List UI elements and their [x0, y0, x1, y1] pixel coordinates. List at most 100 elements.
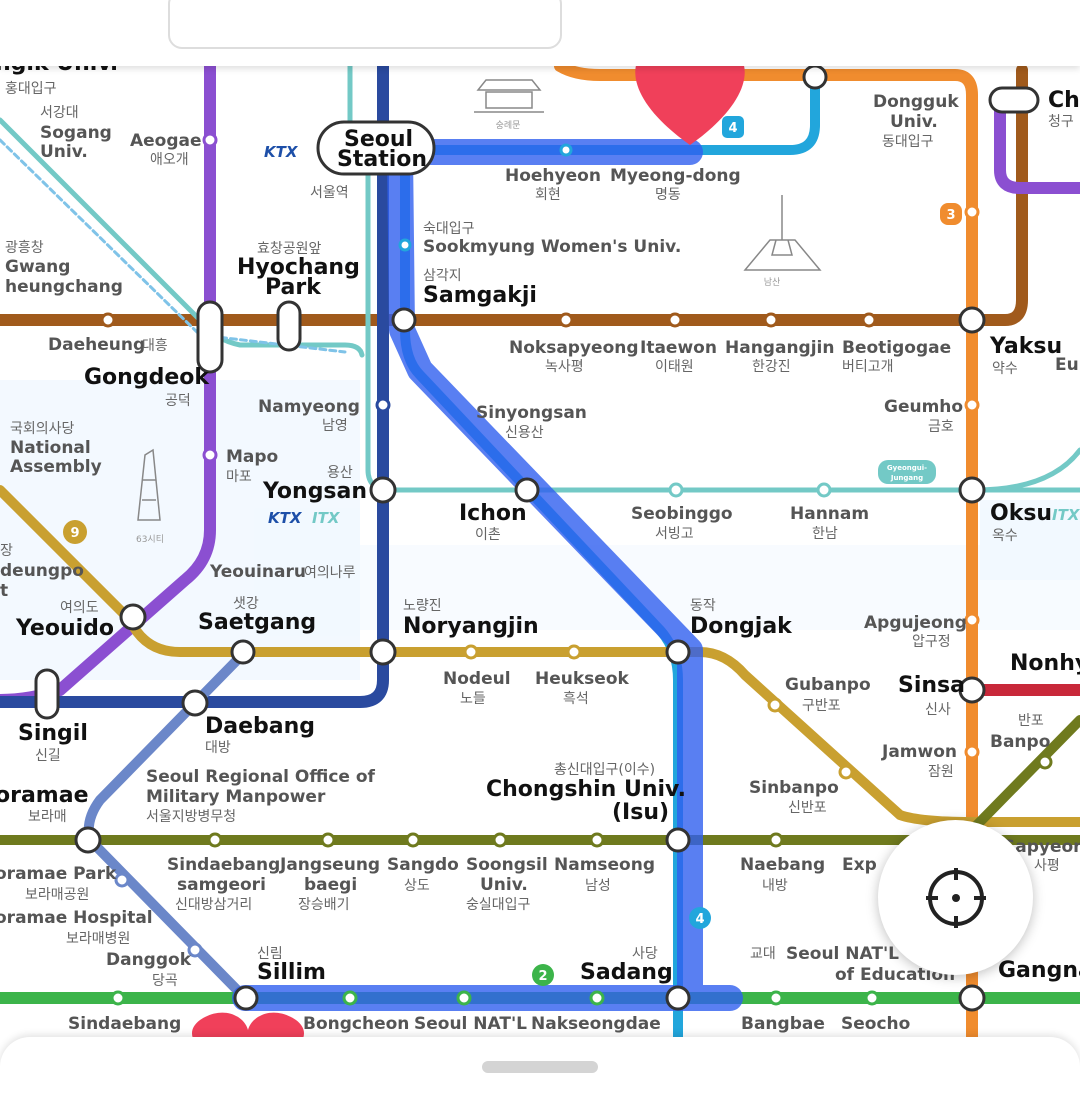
label-mapo-ko: 마포	[226, 469, 252, 485]
label-gangnam: Gangna	[998, 958, 1080, 983]
label-yaksu: Yaksu	[989, 334, 1062, 359]
label-daebang: Daebang	[205, 714, 315, 739]
sheet-handle[interactable]	[482, 1061, 598, 1073]
label-jamwon-ko: 잠원	[928, 764, 954, 780]
label-singil: Singil	[18, 721, 88, 746]
transfer-yongsan	[369, 476, 397, 504]
label-heukseok-ko: 흑석	[563, 690, 589, 707]
station-dot	[405, 832, 421, 848]
search-box[interactable]	[168, 0, 562, 49]
label-gwang-1: Gwang	[5, 257, 70, 277]
transfer-dongjak	[665, 639, 691, 665]
label-samgakji: Samgakji	[423, 283, 537, 308]
label-sindaebang-sg-1: Sindaebang	[167, 855, 280, 875]
label-sinbanpo-ko: 신반포	[788, 800, 827, 816]
label-hoehyeon-ko: 회현	[535, 187, 561, 203]
station-dot	[838, 764, 854, 780]
label-military-2: Military Manpower	[146, 787, 326, 807]
transfer-stations[interactable]	[34, 64, 1040, 1012]
label-dongjak-ko: 동작	[690, 598, 716, 614]
han-river	[0, 380, 1080, 680]
label-dongguk-ko: 동대입구	[882, 134, 934, 150]
gyeongui-badge-line2: Jungang	[890, 474, 923, 482]
station-dot	[375, 397, 391, 413]
label-hoehyeon: Hoehyeon	[505, 166, 601, 186]
station-dot	[1037, 754, 1053, 770]
station-dot	[492, 832, 508, 848]
label-sinbanpo: Sinbanpo	[749, 778, 839, 798]
station-dot	[342, 990, 358, 1006]
label-boramae: oramae	[0, 783, 89, 808]
transfer-sillim	[233, 985, 259, 1011]
label-banpo-ko: 반포	[1018, 713, 1044, 729]
station-dot	[816, 482, 832, 498]
label-seobinggo: Seobinggo	[631, 504, 733, 524]
label-sindaebang: Sindaebang	[68, 1014, 181, 1034]
station-labels: ngik Univ. 홍대입구 서강대 Sogang Univ. Aeogae …	[0, 51, 1080, 1034]
label-hyochang-1: Hyochang	[237, 255, 360, 280]
station-dot	[100, 312, 116, 328]
label-daeheung: Daeheung	[48, 335, 145, 355]
label-aeogae: Aeogae	[130, 131, 202, 151]
label-yd-left-2: deungpo	[0, 561, 84, 581]
line-1	[0, 60, 389, 708]
label-seoul-station-2: Station	[337, 147, 427, 172]
station-dot	[589, 990, 605, 1006]
station-dot	[559, 143, 573, 157]
label-danggok: Danggok	[106, 950, 192, 970]
label-hannam: Hannam	[790, 504, 869, 524]
label-yongsan-ko: 용산	[327, 465, 353, 481]
crosshair-icon	[925, 867, 986, 928]
label-sogang-ko: 서강대	[40, 105, 79, 121]
label-cheonggu: Che	[1048, 88, 1080, 113]
transfer-isu	[665, 827, 691, 853]
label-sinsa: Sinsa	[898, 673, 965, 698]
line-badges: 4 3 9 2 4 Gyeongui- Jungang	[63, 116, 962, 986]
label-hongdae-ko: 홍대입구	[5, 81, 57, 97]
station-dot	[667, 312, 683, 328]
namsan-tower-icon	[743, 195, 822, 271]
label-boramae-ko: 보라매	[28, 809, 67, 825]
label-namyeong-ko: 남영	[322, 418, 348, 434]
transfer-saetgang	[230, 639, 256, 665]
label-soongsil-ko: 숭실대입구	[466, 897, 531, 913]
building63-icon	[137, 448, 161, 521]
label-apgujeong-ko: 압구정	[912, 634, 951, 650]
station-dot	[456, 990, 472, 1006]
itx-logo-oksu: ITX	[1052, 506, 1080, 524]
namsan-label: 남산	[764, 277, 781, 288]
badge-line4-top: 4	[728, 121, 737, 136]
label-nonhyeon: Nonhy	[1010, 651, 1080, 676]
label-gongdeok-ko: 공덕	[165, 393, 191, 409]
transfer-ichon	[514, 477, 540, 503]
label-chongshin-1: Chongshin Univ.	[486, 777, 686, 802]
station-dots[interactable]	[100, 132, 1053, 1006]
label-sogang-2: Univ.	[40, 142, 88, 162]
label-noksapyeong: Noksapyeong	[509, 338, 639, 358]
label-education-1: Seoul NAT'L	[786, 944, 899, 964]
station-dot	[964, 612, 980, 628]
label-jangseung-1: Jangseung	[279, 855, 380, 875]
route-path	[232, 139, 743, 1011]
label-sangdo: Sangdo	[387, 855, 459, 875]
station-dot	[320, 832, 336, 848]
label-yd-left-1: 장	[0, 543, 13, 559]
label-dongjak: Dongjak	[690, 614, 793, 639]
label-yongsan: Yongsan	[262, 479, 367, 504]
label-myeongdong: Myeong-dong	[610, 166, 741, 186]
label-sinyongsan: Sinyongsan	[476, 403, 587, 423]
label-seobinggo-ko: 서빙고	[655, 526, 694, 542]
locate-button[interactable]	[878, 820, 1033, 975]
label-hyochang-ko: 효창공원앞	[257, 241, 322, 257]
bottom-sheet[interactable]	[0, 1037, 1080, 1097]
transfer-hyochang	[276, 300, 302, 352]
label-boramae-hospital-ko: 보라매병원	[66, 931, 130, 947]
transfer-yeouido	[119, 603, 147, 631]
label-noksapyeong-ko: 녹사평	[545, 359, 584, 375]
top-bar	[0, 0, 1080, 66]
label-yeouinaru: Yeouinaru	[209, 562, 306, 582]
transfer-yaksu	[958, 306, 986, 334]
label-naebang: Naebang	[740, 855, 825, 875]
station-dot	[398, 238, 412, 252]
